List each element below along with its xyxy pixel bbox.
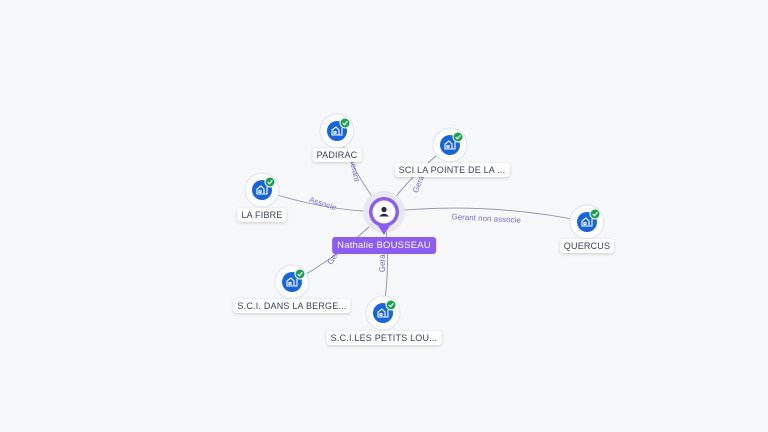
company-node-quercus[interactable] — [569, 204, 605, 240]
company-node-la-fibre[interactable] — [244, 172, 280, 208]
verified-check-icon — [294, 268, 306, 280]
edge-quercus — [383, 207, 588, 223]
building-icon — [331, 126, 343, 136]
node-label-la-fibre[interactable]: LA FIBRE — [237, 208, 287, 222]
node-label-sci-berge[interactable]: S.C.I. DANS LA BERGE... — [233, 299, 351, 313]
nodes — [244, 113, 605, 331]
verified-check-icon — [452, 131, 464, 143]
person-icon — [379, 206, 389, 217]
company-node-padirac[interactable] — [319, 113, 355, 149]
node-label-padirac[interactable]: PADIRAC — [312, 148, 362, 162]
building-icon — [377, 308, 389, 318]
building-icon — [581, 217, 593, 227]
building-icon — [444, 140, 456, 150]
verified-check-icon — [339, 117, 351, 129]
edge-label-sci-petits: Gerant — [378, 247, 387, 272]
verified-check-icon — [264, 176, 276, 188]
node-label-sci-petits[interactable]: S.C.I.LES PETITS LOU... — [326, 331, 442, 345]
node-label-sci-pointe[interactable]: SCI LA POINTE DE LA ... — [394, 163, 510, 177]
company-node-sci-pointe[interactable] — [432, 127, 468, 163]
person-node-center[interactable] — [363, 191, 405, 235]
company-node-sci-petits[interactable] — [365, 295, 401, 331]
edge-label-quercus: Gerant non associe — [451, 212, 521, 225]
node-label-quercus[interactable]: QUERCUS — [559, 239, 615, 253]
verified-check-icon — [589, 208, 601, 220]
building-icon — [286, 277, 298, 287]
verified-check-icon — [385, 299, 397, 311]
center-node-label[interactable]: Nathalie BOUSSEAU — [332, 237, 436, 254]
edge-label-la-fibre: Associe — [308, 195, 338, 212]
company-node-sci-berge[interactable] — [274, 264, 310, 300]
building-icon — [256, 185, 268, 195]
